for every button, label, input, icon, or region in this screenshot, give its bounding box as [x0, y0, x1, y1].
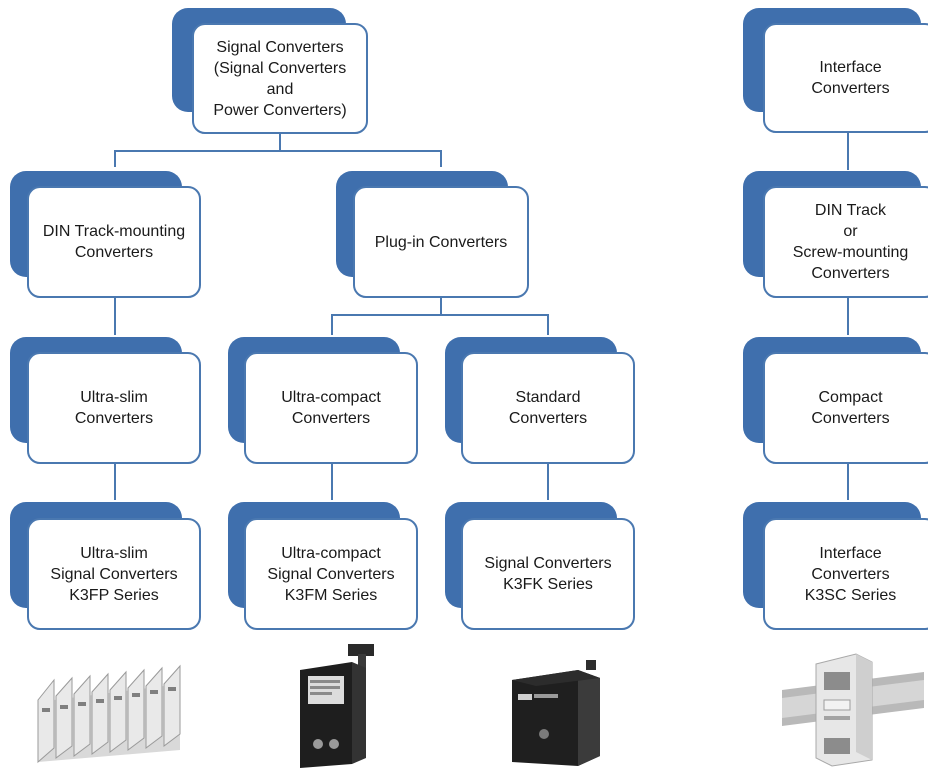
node-card: Interface Converters — [763, 23, 928, 133]
connector — [547, 314, 549, 335]
node-card: Plug-in Converters — [353, 186, 529, 298]
k3fm-module — [300, 644, 374, 768]
node-label: Interface Converters — [811, 59, 890, 97]
k3sc-module — [782, 653, 924, 767]
node-label: Compact Converters — [811, 389, 890, 427]
k3sc-product-image — [782, 653, 924, 767]
connector — [547, 463, 549, 500]
node-card: Interface Converters K3SC Series — [763, 518, 928, 630]
node-card: Compact Converters — [763, 352, 928, 464]
connector — [331, 314, 333, 335]
node-card: Signal Converters K3FK Series — [461, 518, 635, 630]
node-card: Ultra-slim Converters — [27, 352, 201, 464]
node-label: Standard Converters — [508, 389, 588, 427]
connector — [114, 150, 441, 152]
node-label: Signal Converters K3FK Series — [484, 555, 612, 593]
node-card: Ultra-slim Signal Converters K3FP Series — [27, 518, 201, 630]
k3fk-module — [512, 660, 600, 766]
connector — [440, 150, 442, 167]
connector — [114, 297, 116, 335]
node-card: Ultra-compact Signal Converters K3FM Ser… — [244, 518, 418, 630]
connector — [114, 463, 116, 500]
k3fp-product-image — [37, 664, 181, 764]
connector — [847, 464, 849, 500]
connector — [847, 297, 849, 335]
k3fk-product-image — [512, 660, 600, 766]
connector — [440, 297, 442, 315]
node-card: DIN Track or Screw-mounting Converters — [763, 186, 928, 298]
node-label: Interface Converters K3SC Series — [804, 544, 897, 604]
node-label: DIN Track-mounting Converters — [42, 223, 186, 261]
node-card: Ultra-compact Converters — [244, 352, 418, 464]
node-label: DIN Track or Screw-mounting Converters — [792, 202, 909, 282]
node-card: DIN Track-mounting Converters — [27, 186, 201, 298]
node-card: Standard Converters — [461, 352, 635, 464]
node-card: Signal Converters (Signal Converters and… — [192, 23, 368, 134]
node-label: Ultra-slim Signal Converters K3FP Series — [50, 544, 178, 604]
connector — [847, 132, 849, 170]
node-label: Ultra-compact Signal Converters K3FM Ser… — [267, 544, 395, 604]
node-label: Plug-in Converters — [374, 233, 508, 251]
k3fp-module-stack — [37, 664, 181, 764]
connector — [331, 463, 333, 500]
connector — [114, 150, 116, 167]
node-label: Ultra-compact Converters — [281, 389, 381, 427]
node-label: Signal Converters (Signal Converters and… — [213, 38, 347, 119]
node-label: Ultra-slim Converters — [74, 389, 154, 427]
connector — [279, 133, 281, 151]
connector — [331, 314, 548, 316]
k3fm-product-image — [300, 644, 374, 768]
